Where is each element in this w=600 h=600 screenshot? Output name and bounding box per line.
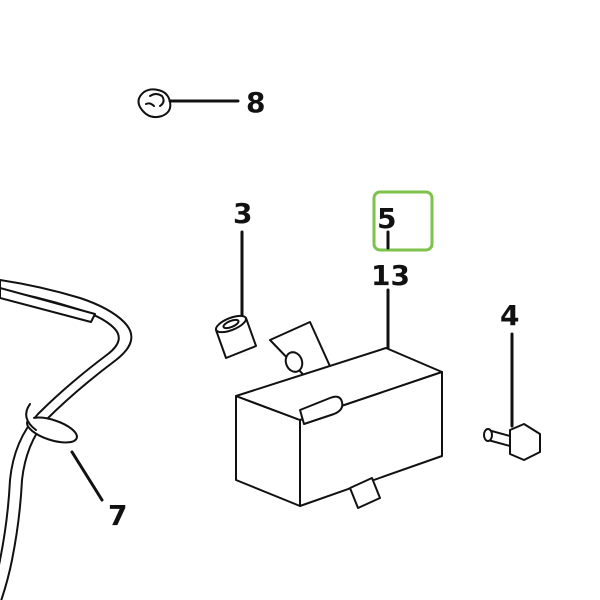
part-label-4: 4 [500,299,519,332]
spacer-icon[interactable] [214,312,257,359]
ignition-module-icon[interactable] [235,321,443,509]
part-label-7: 7 [108,499,127,532]
part-label-13: 13 [371,259,410,292]
clip-icon[interactable] [137,88,172,119]
leader-line-7 [70,450,104,502]
part-label-8: 8 [246,86,265,119]
bolt-icon[interactable] [483,423,541,461]
wire-harness-icon[interactable] [0,279,133,600]
highlight-box [372,190,434,252]
part-label-3: 3 [233,197,252,230]
part-label-5: 5 [377,202,396,235]
